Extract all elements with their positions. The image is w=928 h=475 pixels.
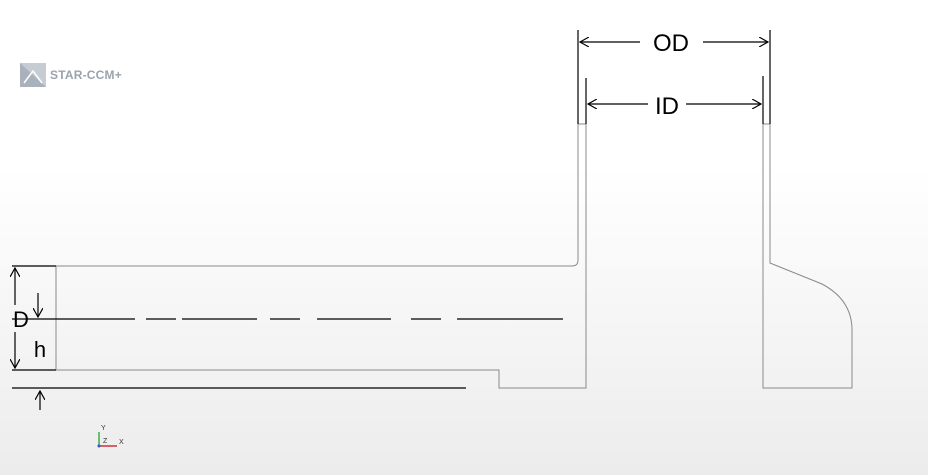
geometry-outline (55, 123, 853, 389)
step-height-dimension: h (34, 337, 46, 410)
duct-outlet-outline (762, 123, 853, 389)
outer-diameter-label: OD (653, 30, 689, 57)
star-ccm-logo-icon (20, 63, 46, 87)
duct-main-outline (55, 123, 587, 389)
z-axis-dot (97, 444, 101, 448)
inner-diameter-dimension: ID (588, 93, 761, 120)
outer-diameter-dimension: OD (580, 30, 768, 57)
x-axis-label: X (119, 439, 124, 446)
extension-lines (12, 30, 771, 389)
y-axis-label: Y (101, 425, 106, 432)
duct-height-label: D (13, 307, 29, 332)
axis-triad: Y Z X (97, 425, 124, 448)
inner-diameter-label: ID (655, 93, 679, 120)
app-logo-text: STAR-CCM+ (50, 68, 122, 82)
duct-height-dimension: D (13, 268, 38, 368)
app-logo: STAR-CCM+ (20, 63, 122, 87)
step-height-label: h (34, 337, 46, 362)
z-axis-label: Z (103, 438, 108, 445)
